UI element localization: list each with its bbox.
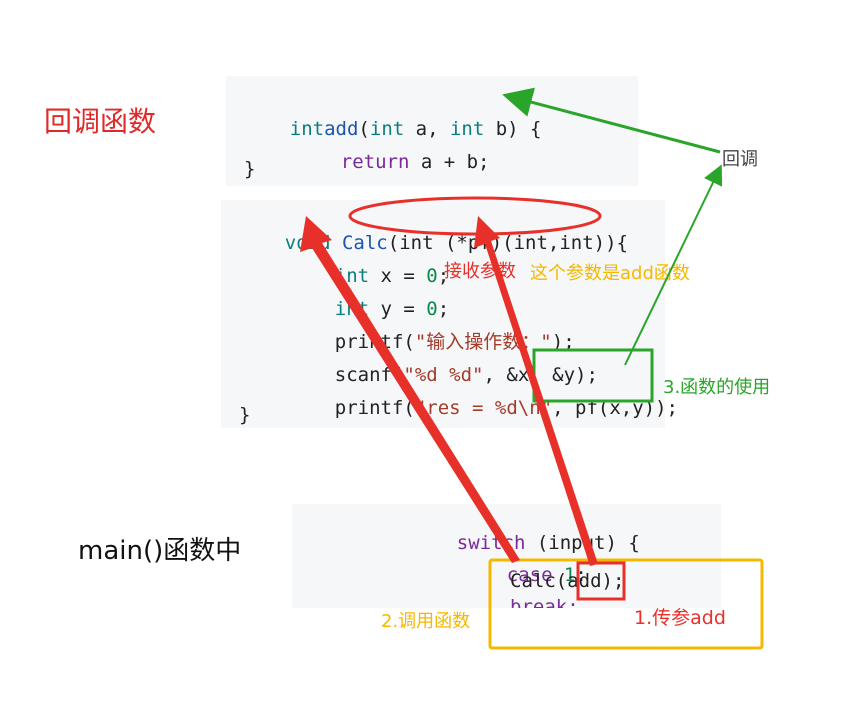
code-token: printf	[334, 397, 404, 419]
switch-code-block: switch (input) { case 1: Calc(add); brea…	[292, 504, 721, 608]
code-line: intadd(int a, int b) {	[244, 90, 542, 140]
code-token: (	[403, 331, 415, 353]
main-function-title: main()函数中	[78, 536, 242, 566]
code-token: a + b;	[409, 151, 490, 173]
code-line: return a + b;	[295, 123, 490, 173]
call-function-label: 2.调用函数	[381, 611, 471, 632]
calc-function-code-block: void Calc(int (*pf)(int,int)){ int x = 0…	[221, 200, 678, 428]
code-token: y =	[369, 298, 427, 320]
callback-label: 回调	[722, 149, 758, 170]
code-token: :	[575, 564, 587, 586]
code-line: Calc(add);	[510, 570, 625, 592]
code-token: ;	[437, 298, 450, 320]
red-arrow-to-param	[474, 216, 598, 566]
add-function-code-block: intadd(int a, int b) { return a + b; }	[226, 76, 638, 186]
param-is-add-label: 这个参数是add函数	[530, 263, 690, 284]
code-token: b) {	[484, 118, 542, 140]
param-highlight-ellipse	[348, 196, 602, 236]
add-arg-highlight-box	[576, 561, 626, 601]
code-line: }	[239, 404, 251, 426]
use-function-label: 3.函数的使用	[663, 377, 771, 398]
green-arrow-to-callback-label	[624, 164, 723, 366]
code-token: int	[289, 118, 325, 140]
pf-call-highlight-box	[532, 348, 654, 403]
code-token: int	[449, 118, 485, 140]
red-arrow-to-calc	[300, 216, 520, 563]
code-token: return	[340, 151, 410, 173]
code-token: 0	[426, 298, 438, 320]
code-line: case 1:	[461, 536, 587, 586]
code-line: break;	[510, 598, 579, 608]
code-token: a,	[404, 118, 450, 140]
code-token: case	[506, 564, 553, 586]
code-token: x =	[369, 265, 427, 287]
code-token: );	[551, 331, 575, 353]
calc-call-highlight-box	[488, 558, 764, 650]
code-token: "%d %d"	[403, 364, 484, 386]
code-token: ;	[437, 265, 450, 287]
code-token: (input) {	[536, 532, 640, 554]
code-token: add	[324, 118, 359, 140]
code-token: (	[403, 397, 415, 419]
code-token: scanf	[334, 364, 392, 386]
code-line: }	[244, 158, 256, 180]
code-token: (	[358, 118, 370, 140]
code-token: 1	[552, 564, 576, 586]
code-token: 0	[426, 265, 438, 287]
green-arrow-to-add	[502, 87, 721, 154]
code-token: int	[369, 118, 405, 140]
code-token: Calc	[341, 232, 388, 254]
callback-title: 回调函数	[44, 105, 157, 138]
pass-param-label: 1.传参add	[634, 607, 726, 629]
